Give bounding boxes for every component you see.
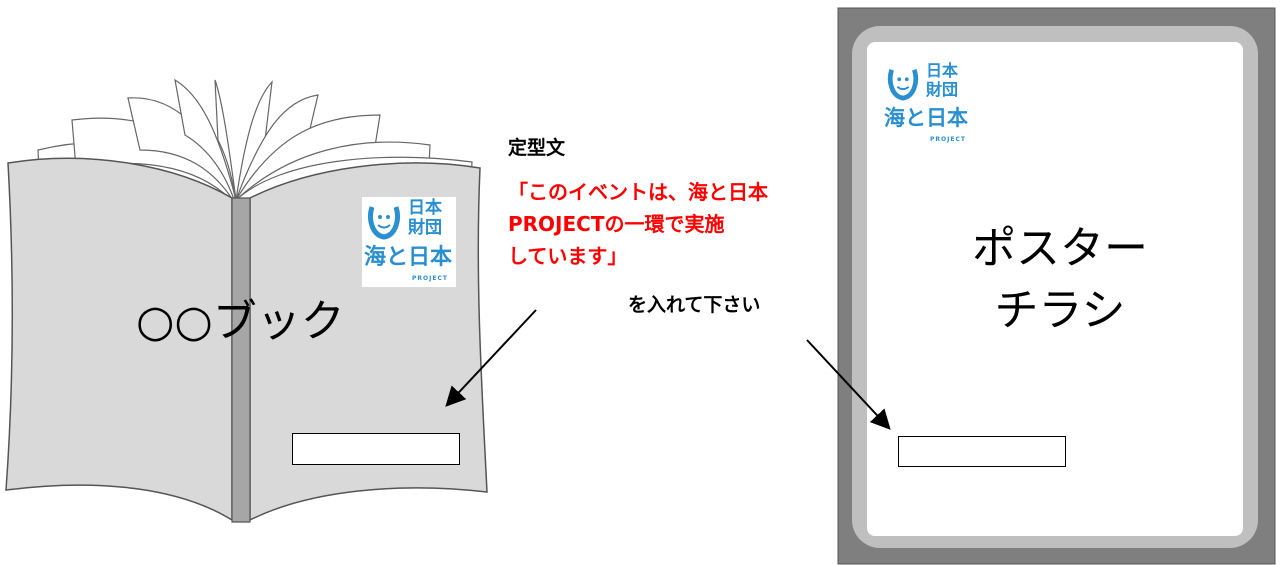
note-instruction: を入れて下さい <box>628 294 761 316</box>
book-title: ○○ブック <box>136 296 345 347</box>
note-text-line: しています」 <box>508 244 628 268</box>
logo-line1: 日本 <box>408 198 442 218</box>
arrow-to-book-label <box>445 309 537 407</box>
poster-label-box <box>898 436 1066 467</box>
book-page <box>214 79 237 206</box>
logo-line2: 財団 <box>926 80 959 99</box>
book-page <box>174 78 237 206</box>
logo-face-icon <box>368 206 400 240</box>
book-left-cover <box>5 157 233 522</box>
arrow-to-poster-label <box>806 339 891 430</box>
note-text: 「このイベントは、海と日本 PROJECTの一環で実施 しています」 <box>508 176 828 272</box>
note-heading: 定型文 <box>508 137 566 159</box>
logo-face-icon <box>887 69 919 101</box>
logo-line3: 海と日本 <box>364 245 453 270</box>
logo-line2: 財団 <box>408 218 442 238</box>
logo-sub: PROJECT <box>412 275 448 282</box>
poster-title: ポスター チラシ <box>940 218 1180 342</box>
logo-line1: 日本 <box>926 61 959 80</box>
logo-line3: 海と日本 <box>884 106 968 130</box>
book-logo: 日本 財団 海と日本 PROJECT <box>362 197 456 287</box>
poster-sheet <box>867 42 1243 536</box>
poster-title-line: ポスター <box>972 223 1148 274</box>
logo-sub: PROJECT <box>930 136 966 143</box>
book-spine <box>231 197 251 523</box>
poster-title-line: チラシ <box>994 285 1126 336</box>
book-label-box <box>292 433 460 465</box>
poster-logo: 日本 財団 海と日本 PROJECT <box>884 62 974 148</box>
note-text-line: PROJECTの一環で実施 <box>508 212 725 236</box>
note-text-line: 「このイベントは、海と日本 <box>508 180 768 204</box>
